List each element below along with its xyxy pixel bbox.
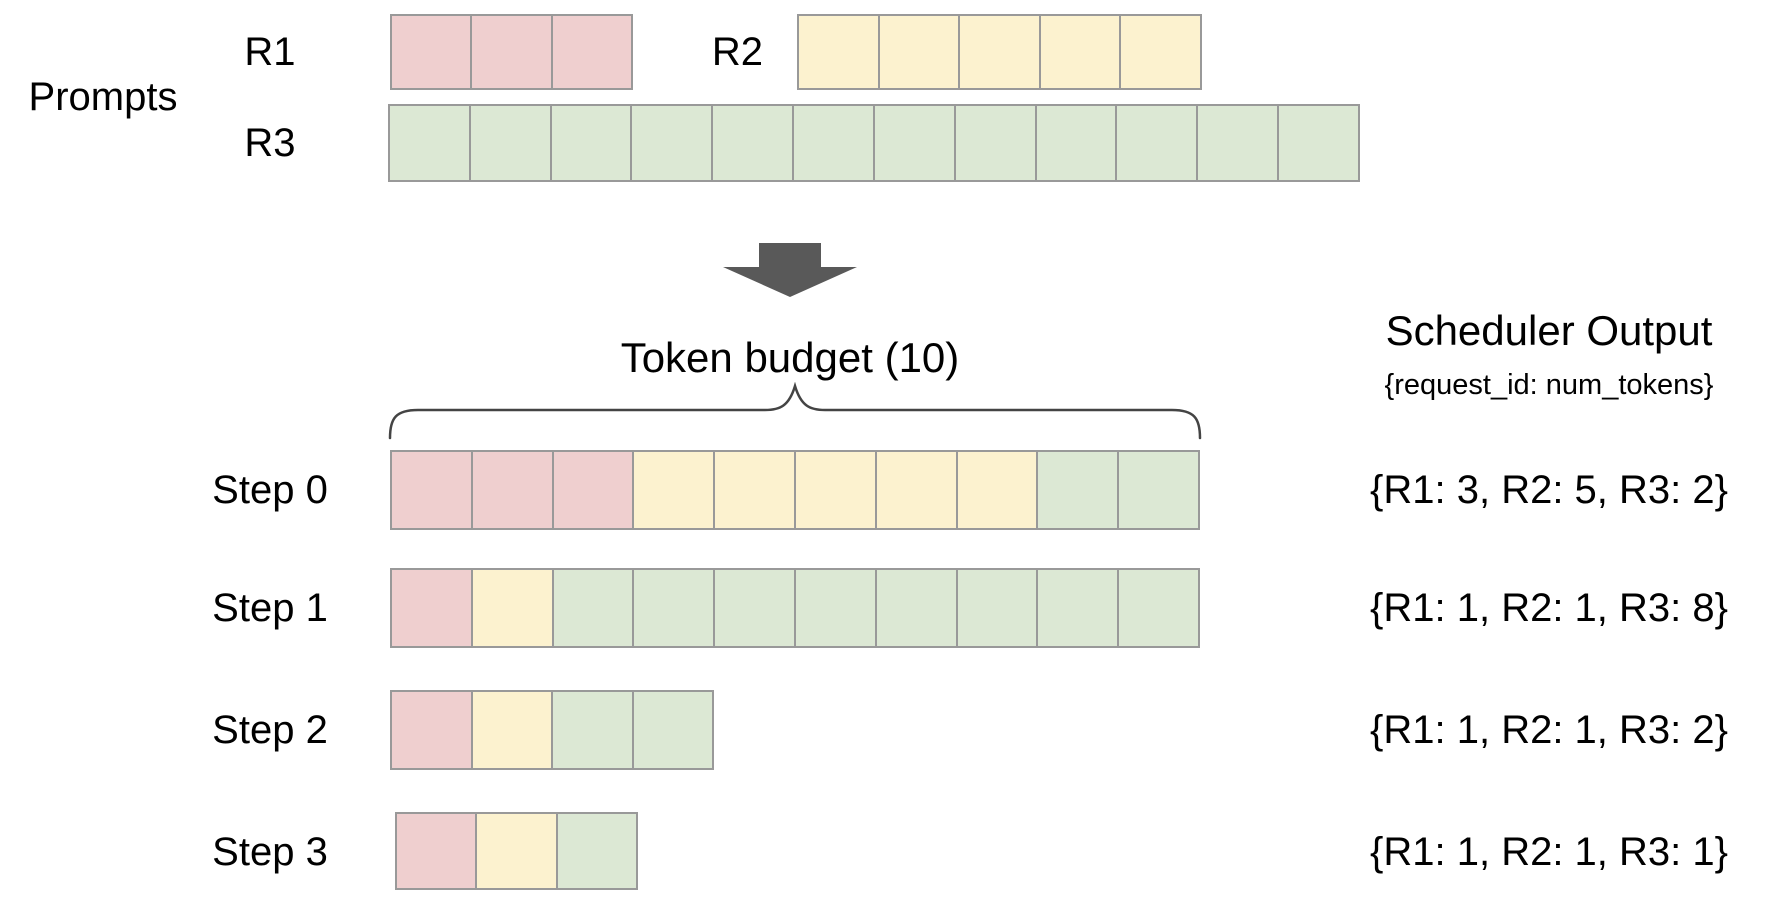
token-cell-pink <box>551 452 633 528</box>
token-cell-pink <box>392 452 471 528</box>
token-cell-pink <box>397 814 476 888</box>
request-r3-label: R3 <box>244 121 296 165</box>
token-cell-green <box>792 106 873 180</box>
down-arrow-icon <box>723 243 857 297</box>
token-budget-label: Token budget (10) <box>620 334 960 381</box>
token-cell-yellow <box>475 814 556 888</box>
step-0-token-strip <box>390 450 1200 530</box>
step-2-token-strip <box>390 690 714 770</box>
token-cell-yellow <box>799 16 878 88</box>
step-0-scheduler-output: {R1: 3, R2: 5, R3: 2} <box>1370 468 1728 512</box>
token-cell-pink <box>392 692 471 768</box>
token-cell-green <box>632 570 714 646</box>
token-cell-green <box>793 570 875 646</box>
token-cell-green <box>953 106 1035 180</box>
step-2-scheduler-output: {R1: 1, R2: 1, R3: 2} <box>1370 708 1728 752</box>
token-cell-green <box>1036 570 1118 646</box>
request-r3-token-strip <box>388 104 1360 182</box>
token-cell-yellow <box>1038 16 1120 88</box>
token-cell-green <box>711 106 793 180</box>
token-cell-green <box>468 106 550 180</box>
token-cell-green <box>549 106 631 180</box>
token-cell-yellow <box>470 570 552 646</box>
token-cell-pink <box>470 452 552 528</box>
token-cell-green <box>874 570 956 646</box>
request-r1-label: R1 <box>244 30 296 74</box>
token-cell-pink <box>392 570 471 646</box>
token-cell-green <box>1036 452 1118 528</box>
token-cell-green <box>555 814 636 888</box>
step-1-token-strip <box>390 568 1200 648</box>
token-cell-yellow <box>1119 16 1200 88</box>
token-cell-yellow <box>955 452 1037 528</box>
scheduler-output-title: Scheduler Output <box>1385 307 1713 354</box>
token-cell-yellow <box>877 16 959 88</box>
token-cell-yellow <box>470 692 551 768</box>
token-cell-green <box>1034 106 1116 180</box>
token-cell-yellow <box>793 452 875 528</box>
token-cell-green <box>955 570 1037 646</box>
token-cell-yellow <box>632 452 714 528</box>
step-0-label: Step 0 <box>212 468 328 512</box>
token-cell-pink <box>392 16 471 88</box>
step-2-label: Step 2 <box>212 708 328 752</box>
token-cell-green <box>551 570 633 646</box>
step-1-label: Step 1 <box>212 586 328 630</box>
token-cell-pink <box>470 16 551 88</box>
token-cell-green <box>1115 106 1197 180</box>
request-r2-token-strip <box>797 14 1202 90</box>
token-cell-green <box>713 570 794 646</box>
token-cell-pink <box>550 16 631 88</box>
token-cell-green <box>551 692 632 768</box>
token-cell-yellow <box>713 452 794 528</box>
token-cell-green <box>631 692 712 768</box>
token-cell-yellow <box>874 452 956 528</box>
request-r2-label: R2 <box>711 30 764 74</box>
step-3-scheduler-output: {R1: 1, R2: 1, R3: 1} <box>1370 830 1728 874</box>
token-cell-green <box>630 106 712 180</box>
scheduler-output-subtitle: {request_id: num_tokens} <box>1384 369 1714 401</box>
token-budget-brace <box>388 382 1202 440</box>
token-cell-green <box>1277 106 1358 180</box>
request-r1-token-strip <box>390 14 633 90</box>
step-3-token-strip <box>395 812 638 890</box>
token-cell-green <box>872 106 954 180</box>
step-3-label: Step 3 <box>212 830 328 874</box>
step-1-scheduler-output: {R1: 1, R2: 1, R3: 8} <box>1370 586 1728 630</box>
prompts-section-label: Prompts <box>28 75 178 119</box>
token-cell-yellow <box>958 16 1039 88</box>
token-cell-green <box>1117 570 1198 646</box>
token-cell-green <box>1196 106 1278 180</box>
token-cell-green <box>1117 452 1198 528</box>
token-cell-green <box>390 106 469 180</box>
